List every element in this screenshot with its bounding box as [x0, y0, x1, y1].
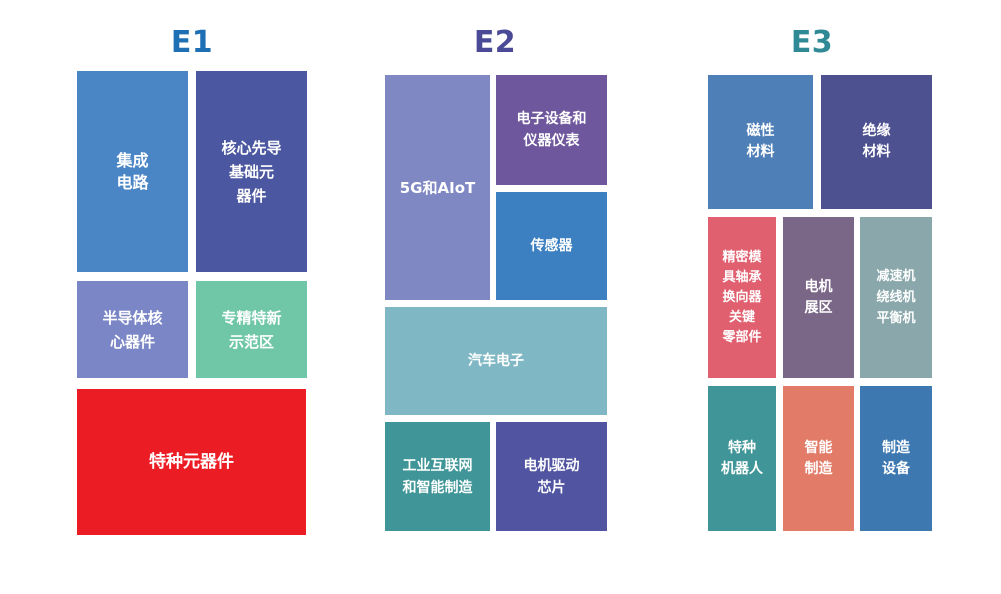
tile-label: 半导体核 心器件 [102, 308, 163, 351]
tile-5g-aiot[interactable]: 5G和AIoT [385, 75, 490, 300]
tile-label: 工业互联网 和智能制造 [402, 457, 473, 496]
hall-title-e3: E3 [790, 25, 834, 60]
tile-integrated-circuit[interactable]: 集成 电路 [77, 71, 188, 272]
tile-label: 特种 机器人 [721, 439, 763, 477]
tile-label: 传感器 [530, 238, 573, 254]
tile-special-robots[interactable]: 特种 机器人 [708, 386, 776, 531]
tile-label: 精密模 具轴承 换向器 关键 零部件 [722, 249, 762, 345]
tile-label: 核心先导 基础元 器件 [221, 138, 282, 205]
tile-automotive-electronics[interactable]: 汽车电子 [385, 307, 607, 415]
tile-motor-driver-chips[interactable]: 电机驱动 芯片 [496, 422, 607, 531]
tile-label: 集成 电路 [116, 150, 149, 192]
tile-reducers-winders-balancers[interactable]: 减速机 绕线机 平衡机 [860, 217, 932, 378]
tile-label: 制造 设备 [882, 439, 910, 477]
tile-label: 特种元器件 [149, 452, 234, 472]
tile-label: 汽车电子 [468, 353, 524, 369]
tile-specialized-demo-zone[interactable]: 专精特新 示范区 [196, 281, 307, 378]
hall-title-e2: E2 [473, 25, 517, 60]
tile-intelligent-manufacturing[interactable]: 智能 制造 [783, 386, 854, 531]
tile-motor-exhibition-area[interactable]: 电机 展区 [783, 217, 854, 378]
tile-core-basic-components[interactable]: 核心先导 基础元 器件 [196, 71, 307, 272]
tile-label: 智能 制造 [804, 439, 833, 477]
tile-semiconductor-core-devices[interactable]: 半导体核 心器件 [77, 281, 188, 378]
tile-sensors[interactable]: 传感器 [496, 192, 607, 300]
tile-label: 磁性 材料 [746, 123, 775, 160]
tile-insulating-materials[interactable]: 绝缘 材料 [821, 75, 932, 209]
tile-label: 绝缘 材料 [862, 123, 891, 160]
tile-label: 电机 展区 [804, 278, 833, 316]
tile-precision-molds-bearings-parts[interactable]: 精密模 具轴承 换向器 关键 零部件 [708, 217, 776, 378]
hall-title-e1: E1 [170, 25, 214, 60]
tile-label: 5G和AIoT [399, 178, 476, 197]
tile-label: 专精特新 示范区 [221, 308, 282, 351]
tile-label: 减速机 绕线机 平衡机 [876, 269, 916, 326]
tile-label: 电子设备和 仪器仪表 [516, 111, 587, 149]
tile-manufacturing-equipment[interactable]: 制造 设备 [860, 386, 932, 531]
tile-label: 电机驱动 芯片 [523, 457, 580, 496]
tile-industrial-internet-smart-manufacturing[interactable]: 工业互联网 和智能制造 [385, 422, 490, 531]
tile-magnetic-materials[interactable]: 磁性 材料 [708, 75, 813, 209]
tile-electronic-equipment-instruments[interactable]: 电子设备和 仪器仪表 [496, 75, 607, 185]
tile-special-components[interactable]: 特种元器件 [77, 389, 306, 535]
